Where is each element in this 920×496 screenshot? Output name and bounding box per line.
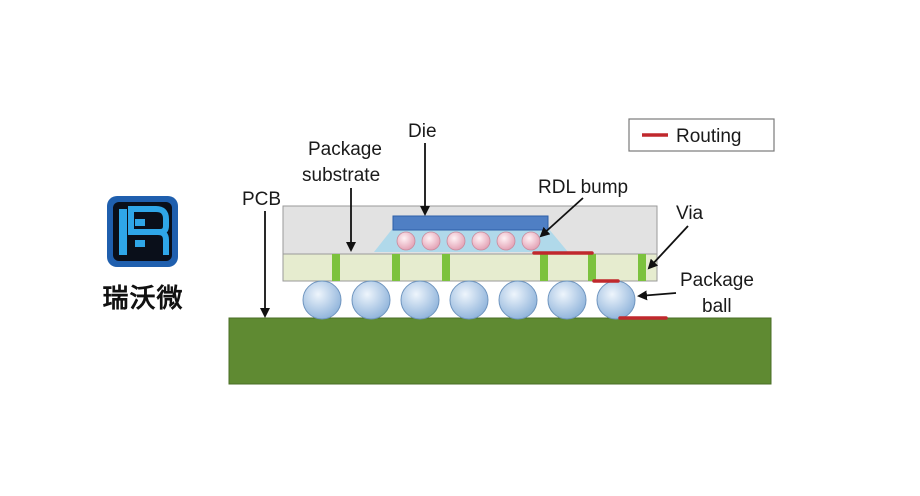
label-package-substrate-line2: substrate — [302, 165, 380, 186]
package-ball — [351, 280, 391, 320]
rdl-bumps — [396, 231, 541, 251]
rdl-bump — [446, 231, 466, 251]
legend-routing-label: Routing — [676, 126, 742, 147]
rdl-bump — [421, 231, 441, 251]
underfill — [374, 228, 568, 252]
label-via: Via — [676, 203, 704, 224]
package-ball — [498, 280, 538, 320]
via — [442, 254, 450, 281]
routing-lines — [532, 251, 668, 320]
rdl-bump — [396, 231, 416, 251]
label-pcb: PCB — [242, 189, 281, 210]
package-ball — [596, 280, 636, 320]
rdl-bump — [521, 231, 541, 251]
die — [392, 215, 549, 231]
rovi-logo-icon — [107, 196, 178, 267]
label-die: Die — [408, 121, 437, 142]
via — [392, 254, 400, 281]
package-ball — [400, 280, 440, 320]
via — [588, 254, 596, 281]
package-ball — [302, 280, 342, 320]
vias — [332, 254, 646, 281]
via — [332, 254, 340, 281]
package-ball — [449, 280, 489, 320]
via — [540, 254, 548, 281]
arrow-rdl-bump — [539, 197, 584, 238]
label-rdl-bump: RDL bump — [538, 177, 628, 198]
via — [638, 254, 646, 281]
package-balls — [302, 280, 636, 320]
label-package-ball-line1: Package — [680, 270, 754, 291]
arrows — [260, 143, 689, 318]
rdl-bump — [496, 231, 516, 251]
pcb-board — [228, 317, 772, 385]
rdl-bump — [471, 231, 491, 251]
legend: Routing — [628, 118, 775, 152]
arrow-package-ball — [637, 290, 677, 301]
package-ball — [547, 280, 587, 320]
label-package-ball-line2: ball — [702, 296, 732, 317]
brand-name: 瑞沃微 — [102, 284, 184, 314]
arrow-via — [647, 225, 689, 270]
label-package-substrate-line1: Package — [308, 139, 382, 160]
